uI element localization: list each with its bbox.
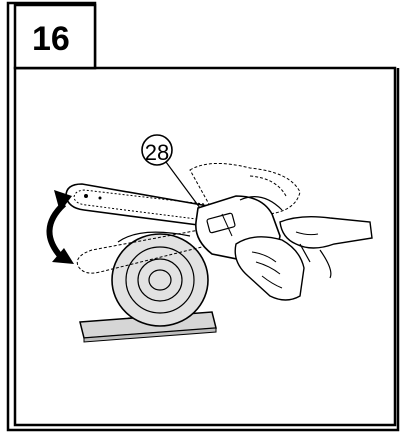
callout-28: 28 (141, 134, 201, 209)
main-panel-border (13, 66, 397, 427)
step-number: 16 (32, 20, 70, 58)
right-hand (279, 215, 373, 279)
callout-label: 28 (145, 140, 169, 165)
log (111, 231, 209, 327)
rotation-arrow-icon (46, 190, 74, 264)
guide-bar-ghost-lower (76, 227, 215, 274)
step-tab (13, 3, 97, 70)
left-hand (234, 236, 305, 301)
